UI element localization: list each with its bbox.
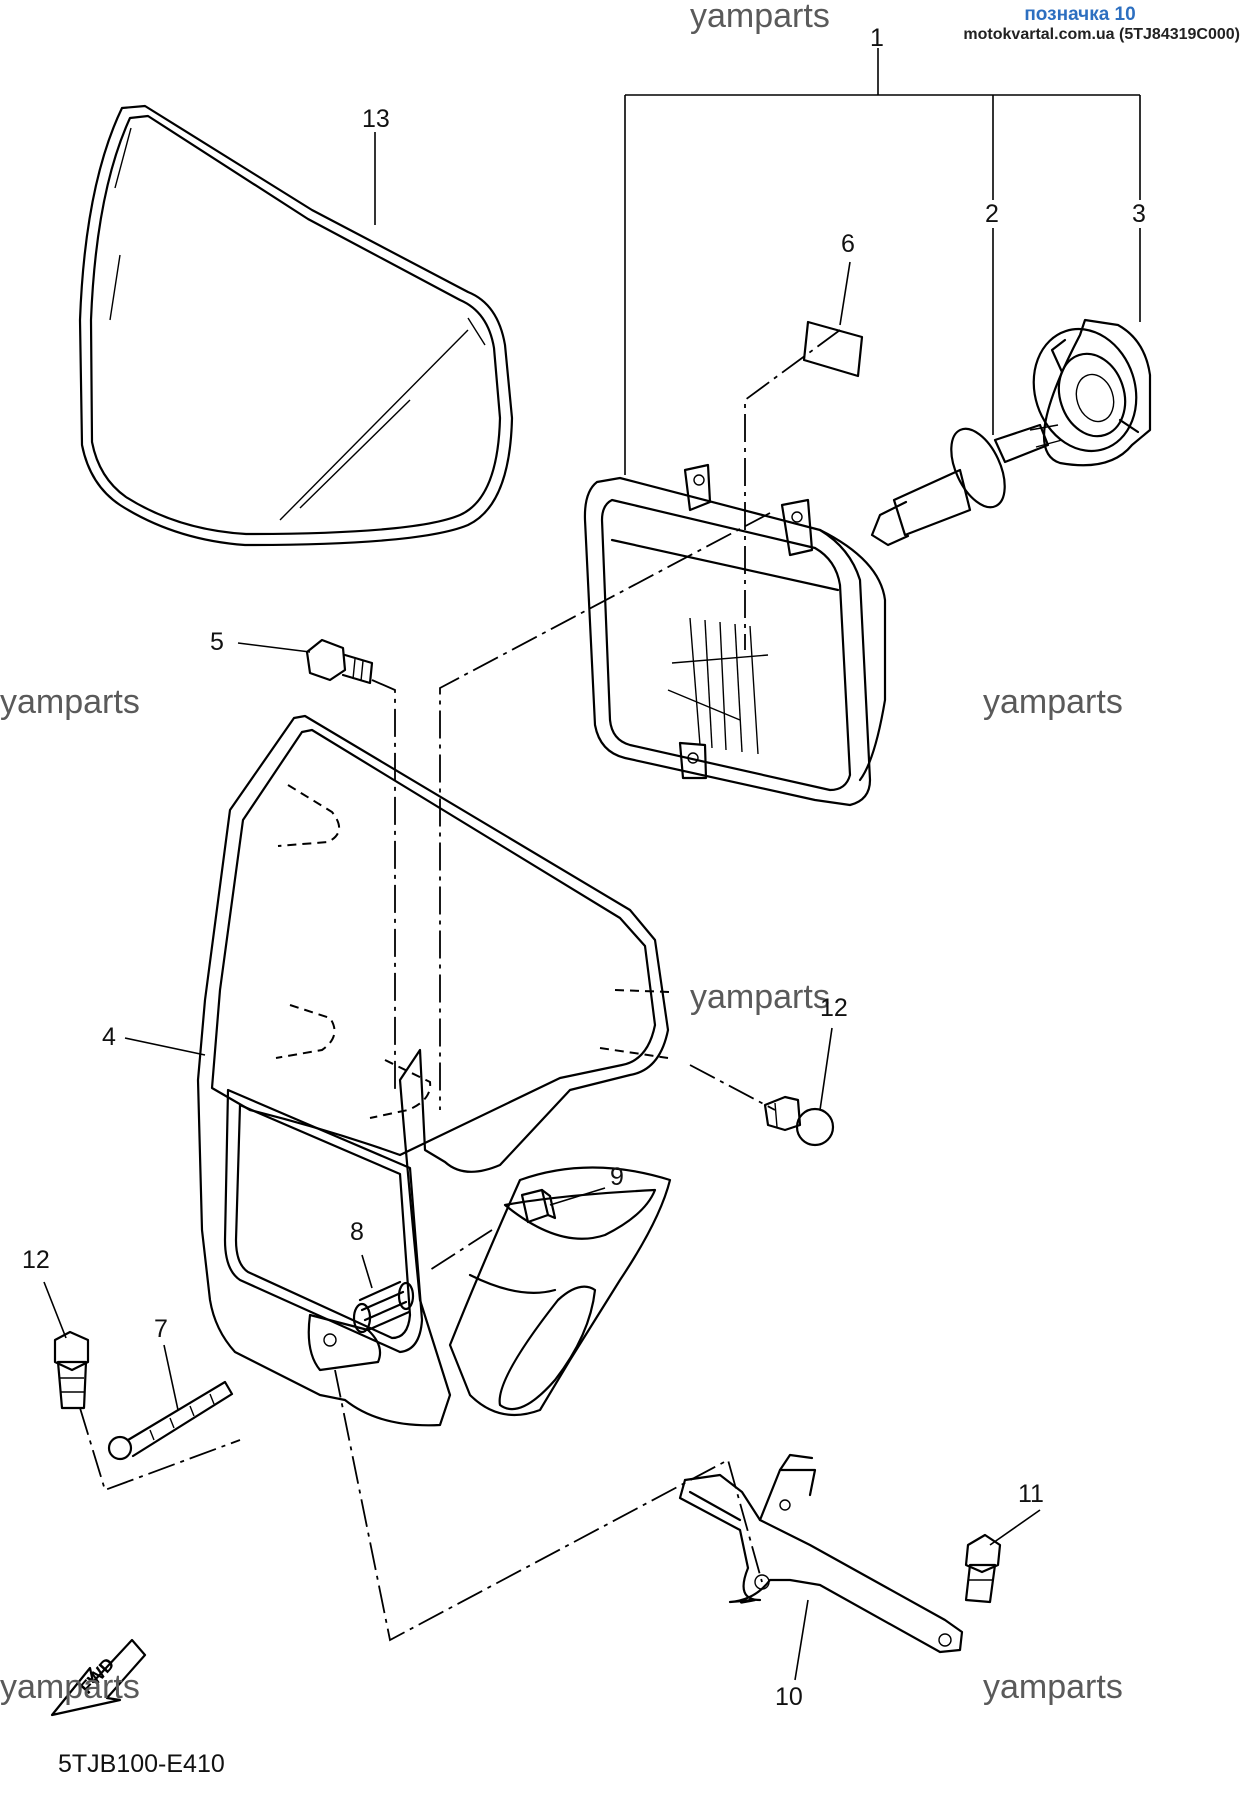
callout-2: 2	[985, 200, 999, 228]
watermark-left: yamparts	[0, 683, 140, 721]
bolt-part-12-right	[763, 1095, 835, 1147]
watermark-bottom-left: yamparts	[0, 1668, 140, 1706]
bolt-part-12-left	[53, 1330, 90, 1410]
callout-7: 7	[154, 1315, 168, 1343]
header-subtitle: motokvartal.com.ua (5TJ84319C000)	[963, 26, 1240, 43]
bolt-part-11	[964, 1533, 1002, 1604]
callout-12-left: 12	[22, 1246, 50, 1274]
spring-part-8	[352, 1280, 415, 1334]
bolt-part-5	[305, 638, 374, 685]
screw-part-7	[107, 1380, 234, 1461]
socket-cover-part	[1032, 318, 1152, 467]
callout-10: 10	[775, 1683, 803, 1711]
watermark-bottom-right: yamparts	[983, 1668, 1123, 1706]
headlight-unit-part	[583, 463, 887, 807]
callout-4: 4	[102, 1023, 116, 1051]
watermark-center: yamparts	[690, 978, 830, 1016]
callout-3: 3	[1132, 200, 1146, 228]
callout-8: 8	[350, 1218, 364, 1246]
callout-13: 13	[362, 105, 390, 133]
callout-1: 1	[870, 24, 884, 52]
header-title: позначка 10	[1024, 4, 1136, 25]
windscreen-part	[78, 104, 514, 547]
callout-6: 6	[841, 230, 855, 258]
leader-lines	[43, 48, 1141, 1681]
callout-5: 5	[210, 628, 224, 656]
callout-11: 11	[1018, 1480, 1044, 1508]
callout-9: 9	[610, 1163, 624, 1191]
bracket-part-10	[678, 1453, 964, 1654]
assembly-lines	[79, 329, 841, 1642]
headlight-cowl-part	[196, 714, 672, 1427]
watermark-right: yamparts	[983, 683, 1123, 721]
bulb-part	[870, 423, 1063, 547]
diagram-code: 5TJB100-E410	[58, 1750, 225, 1778]
callout-12-right: 12	[820, 994, 848, 1022]
watermark-top: yamparts	[690, 0, 830, 35]
nut-clip-part-9	[520, 1188, 557, 1224]
label-sticker-part	[802, 320, 864, 378]
